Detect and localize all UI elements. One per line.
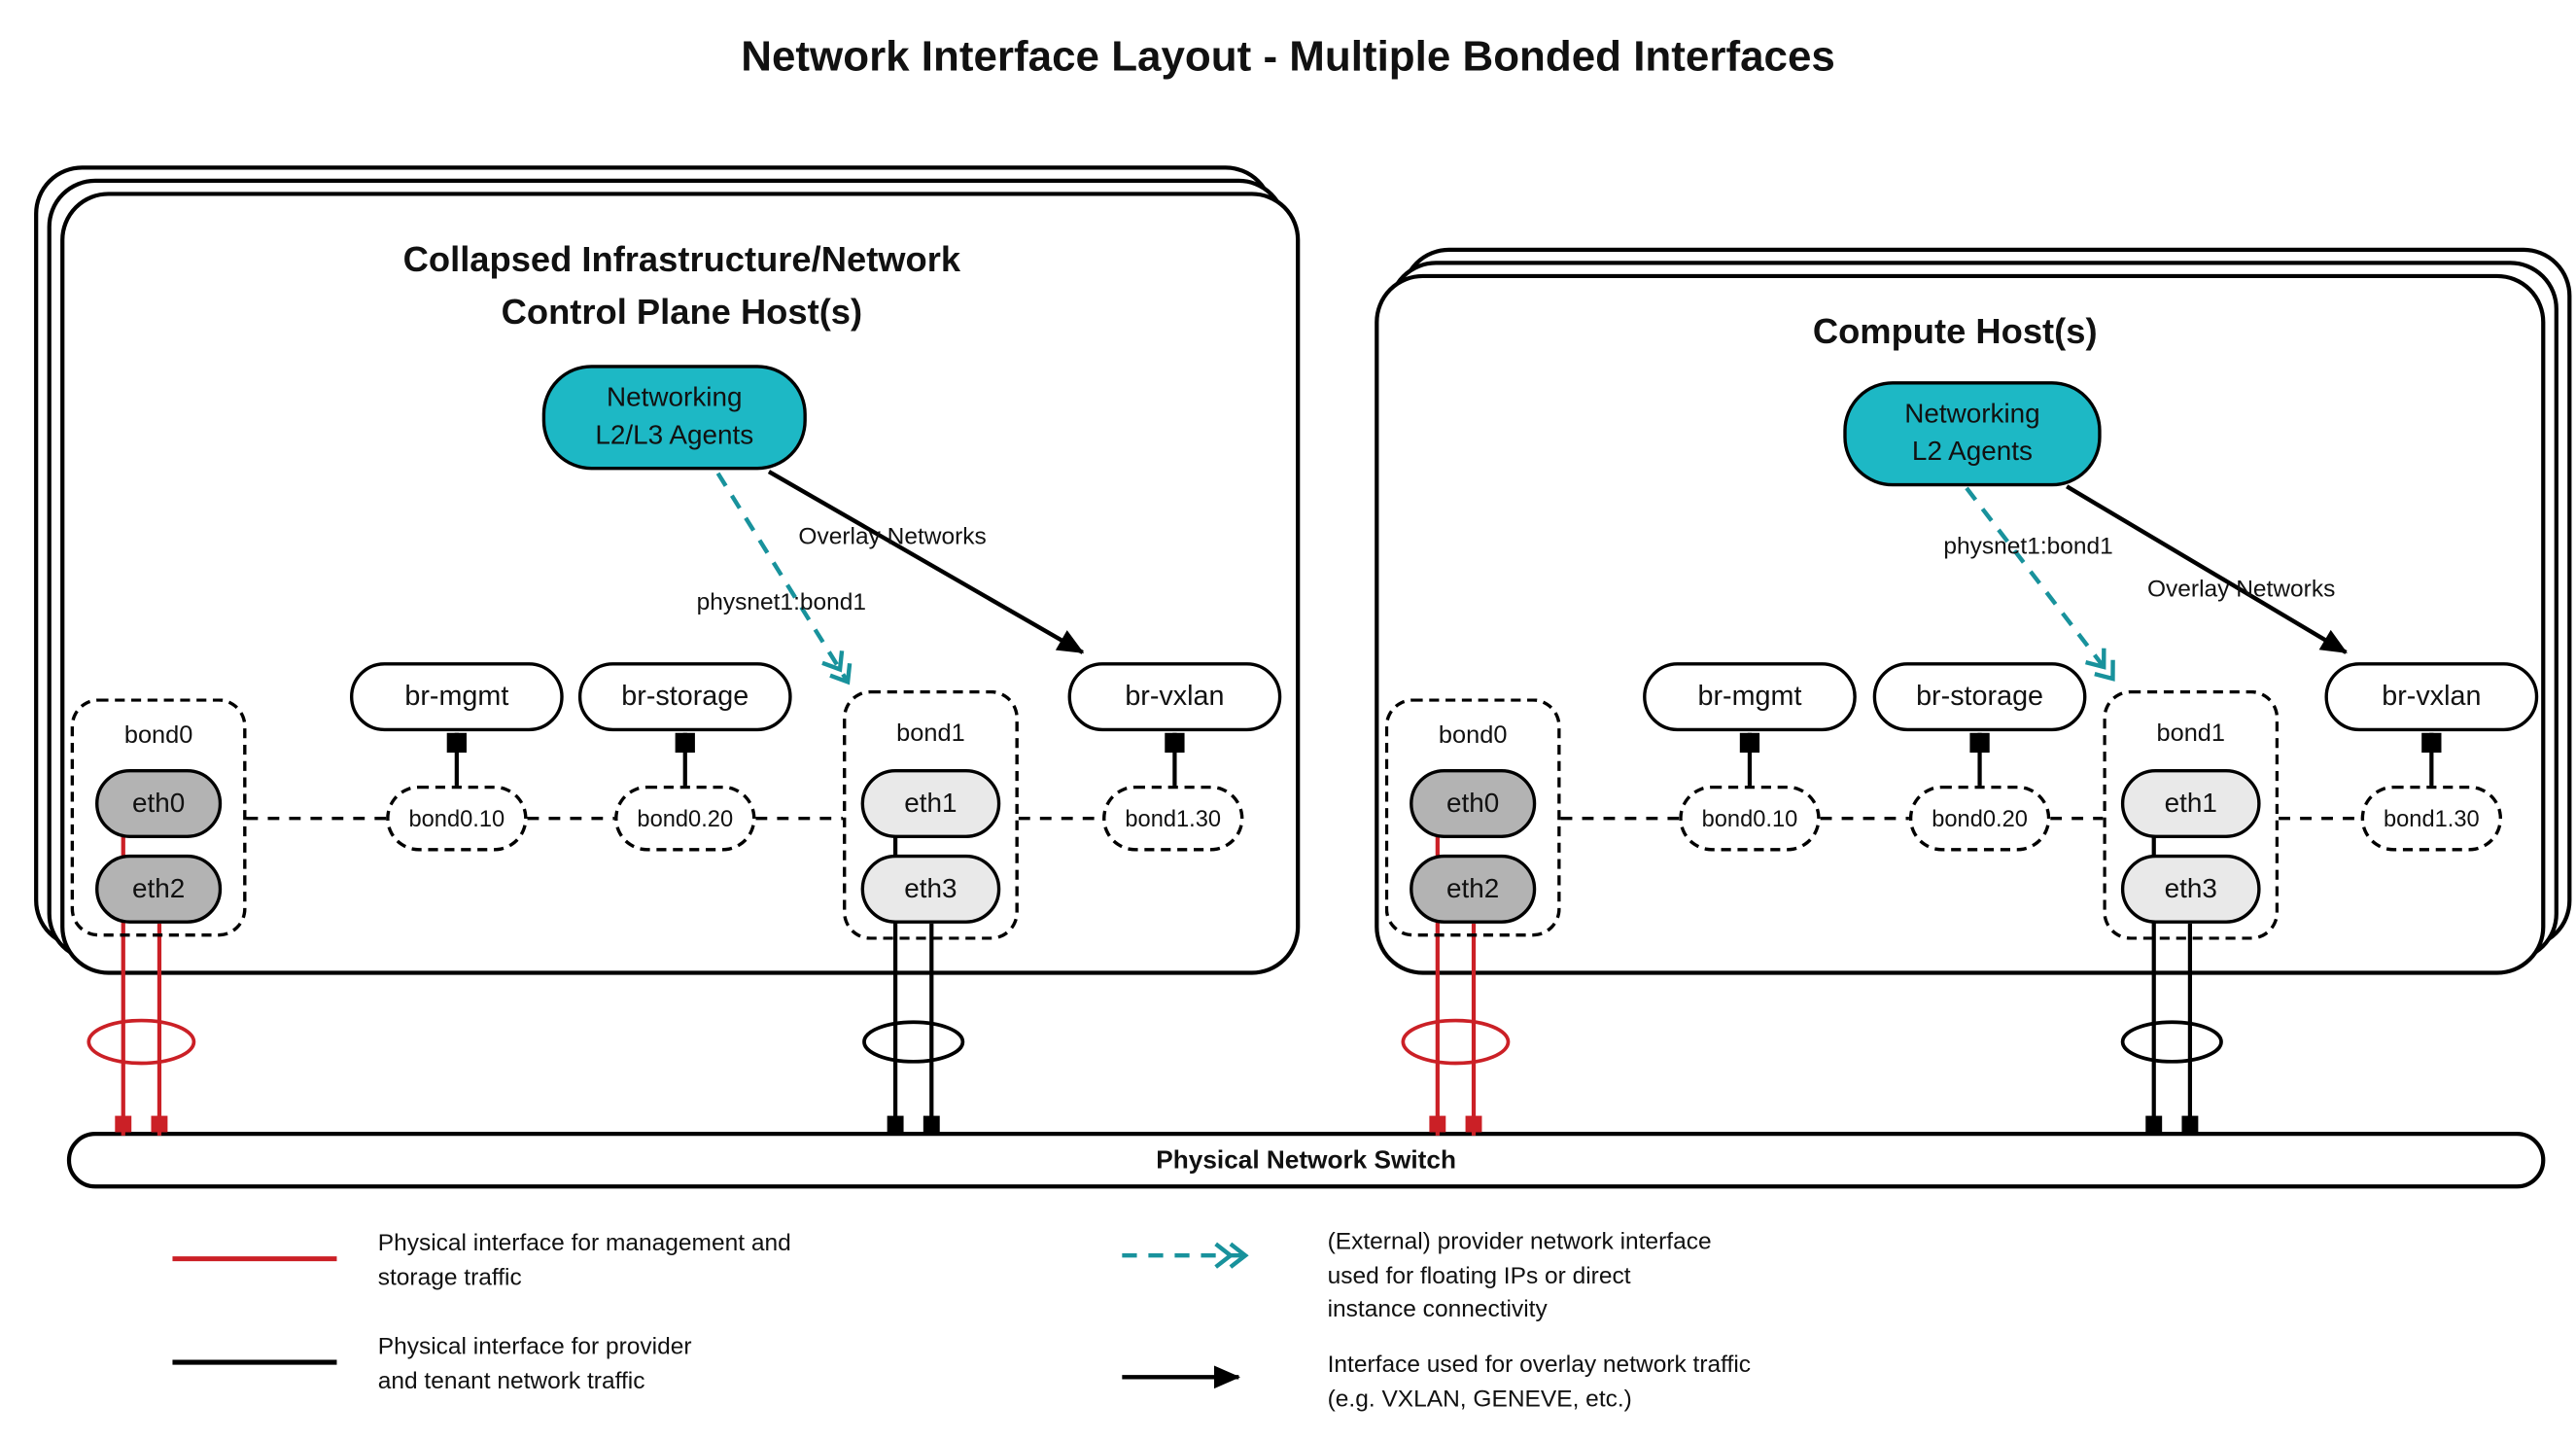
- legend-external-provider-line2: used for floating IPs or direct: [1327, 1262, 1631, 1289]
- right-overlay-arrow: [2066, 484, 2348, 654]
- legend-external-provider-line1: (External) provider network interface: [1327, 1229, 1712, 1256]
- legend-provider-tenant-text: Physical interface for provider and tena…: [378, 1331, 692, 1398]
- legend-keys: [172, 1242, 1249, 1389]
- switch-port-square: [1429, 1115, 1446, 1133]
- legend-mgmt-storage-line2: storage traffic: [377, 1264, 522, 1291]
- right-physnet-arrow: [1965, 486, 2115, 682]
- cable-bundle-loop-icon: [1401, 1018, 1511, 1066]
- cable-bundle-loop-icon: [2120, 1020, 2223, 1064]
- legend-overlay-line1: Interface used for overlay network traff…: [1327, 1352, 1752, 1379]
- left-br-vxlan: br-vxlan: [1067, 662, 1282, 732]
- cable-bundle-loop-icon: [862, 1020, 965, 1064]
- left-bond0-label: bond0: [123, 720, 193, 750]
- right-host-title: Compute Host(s): [1812, 312, 2098, 352]
- right-eth0: eth0: [1410, 768, 1537, 838]
- diagram-title: Network Interface Layout - Multiple Bond…: [741, 31, 1835, 81]
- left-bond1-box: bond1: [843, 689, 1019, 940]
- right-agents-line2: L2 Agents: [1911, 437, 2033, 467]
- physical-switch-label: Physical Network Switch: [1156, 1146, 1456, 1176]
- right-bond0-uplinks: [1401, 834, 1511, 1136]
- legend-provider-tenant-line1: Physical interface for provider: [377, 1334, 692, 1361]
- right-eth3: eth3: [2120, 854, 2261, 924]
- cable-bundle-loop-icon: [87, 1018, 196, 1066]
- bridge-vlan-connectors: [446, 732, 2442, 788]
- left-agents-line1: Networking: [607, 382, 743, 413]
- switch-port-square: [2145, 1115, 2163, 1133]
- right-overlay-networks-label: Overlay Networks: [2146, 577, 2336, 604]
- right-networking-agents-box: Networking L2 Agents: [1843, 381, 2102, 487]
- left-physnet-label: physnet1:bond1: [696, 589, 867, 616]
- left-bond1-30: bond1.30: [1102, 785, 1244, 852]
- left-bond0-20: bond0.20: [614, 785, 756, 852]
- left-bond0-10: bond0.10: [386, 785, 528, 852]
- switch-port-square: [1465, 1115, 1482, 1133]
- left-host-title-line1: Collapsed Infrastructure/Network: [402, 239, 961, 280]
- legend-mgmt-storage-line1: Physical interface for management and: [377, 1230, 791, 1257]
- legend-overlay-text: Interface used for overlay network traff…: [1328, 1350, 1751, 1417]
- left-bond1-label: bond1: [896, 720, 965, 748]
- right-bond0-label: bond0: [1438, 720, 1508, 750]
- left-networking-agents-box: Networking L2/L3 Agents: [541, 365, 807, 471]
- right-bond1-30: bond1.30: [2360, 785, 2503, 852]
- switch-port-square: [151, 1115, 168, 1133]
- right-bond0-box: bond0: [1384, 698, 1561, 937]
- left-agents-line2: L2/L3 Agents: [595, 420, 754, 451]
- left-bond0-box: bond0: [70, 698, 247, 937]
- right-physnet-label: physnet1:bond1: [1943, 534, 2113, 561]
- left-overlay-networks-label: Overlay Networks: [798, 524, 987, 551]
- left-host-stack: [34, 165, 1301, 975]
- left-physnet-arrow: [715, 472, 853, 685]
- switch-port-square: [922, 1115, 940, 1133]
- right-br-mgmt: br-mgmt: [1643, 662, 1857, 732]
- legend-external-provider-text: (External) provider network interface us…: [1328, 1226, 1712, 1327]
- left-host-title-line2: Control Plane Host(s): [501, 292, 863, 333]
- right-bond0-20: bond0.20: [1908, 785, 2051, 852]
- left-eth3: eth3: [860, 854, 1001, 924]
- left-br-storage: br-storage: [577, 662, 792, 732]
- legend-mgmt-storage-text: Physical interface for management and st…: [378, 1228, 791, 1295]
- legend-overlay-line2: (e.g. VXLAN, GENEVE, etc.): [1327, 1386, 1632, 1413]
- right-bond0-10: bond0.10: [1679, 785, 1821, 852]
- switch-port-square: [887, 1115, 904, 1133]
- physical-switch-box: [66, 1132, 2546, 1189]
- legend-provider-tenant-line2: and tenant network traffic: [377, 1368, 645, 1395]
- right-br-storage: br-storage: [1872, 662, 2087, 732]
- switch-port-square: [2181, 1115, 2199, 1133]
- left-br-mgmt: br-mgmt: [349, 662, 564, 732]
- left-eth1: eth1: [860, 768, 1001, 838]
- left-eth2: eth2: [95, 854, 223, 924]
- right-eth1: eth1: [2120, 768, 2261, 838]
- right-agents-line1: Networking: [1904, 399, 2040, 430]
- switch-port-square: [115, 1115, 132, 1133]
- left-host-title: Collapsed Infrastructure/Network Control…: [271, 233, 1093, 338]
- right-br-vxlan: br-vxlan: [2324, 662, 2539, 732]
- right-bond1-box: bond1: [2103, 689, 2280, 940]
- left-overlay-arrow: [767, 470, 1085, 654]
- left-eth0: eth0: [95, 768, 223, 838]
- right-bond1-label: bond1: [2156, 720, 2226, 748]
- right-eth2: eth2: [1410, 854, 1537, 924]
- legend-external-provider-line3: instance connectivity: [1327, 1296, 1548, 1323]
